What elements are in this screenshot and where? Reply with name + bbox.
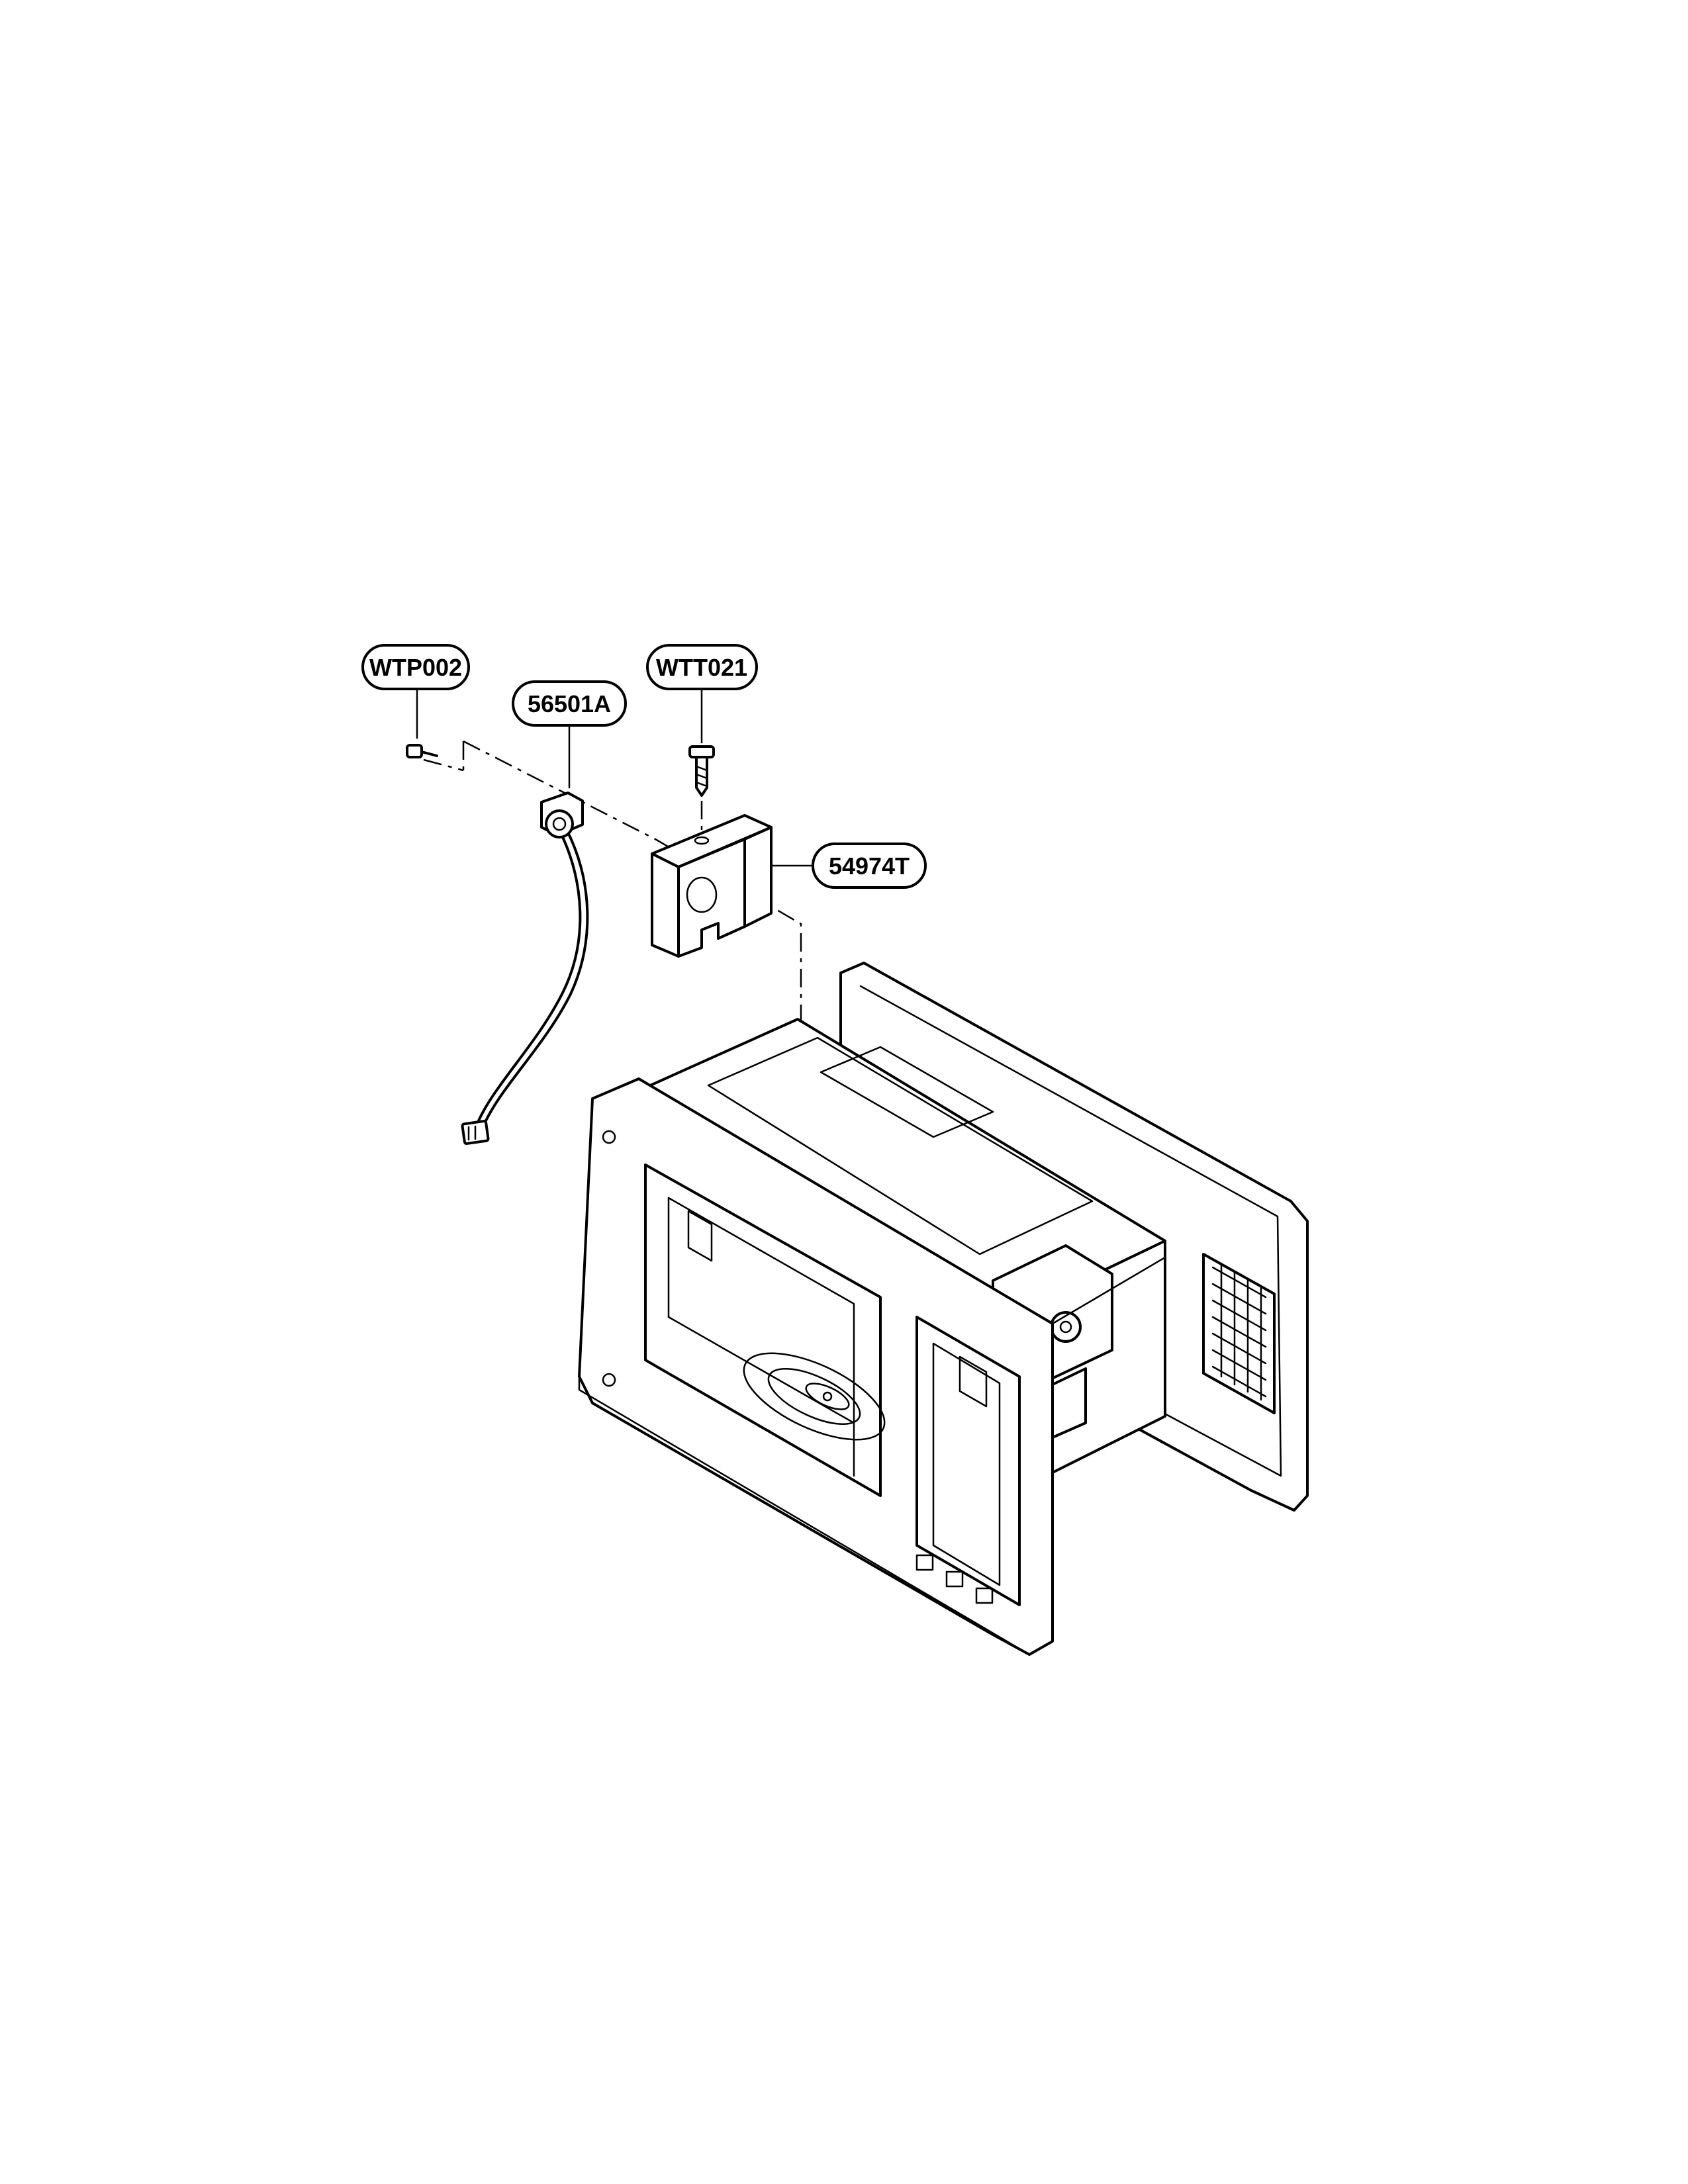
- callout-pill-54974t: [812, 842, 927, 889]
- screw-wtt021-part: [688, 745, 715, 797]
- callout-label-56501a: 56501A: [528, 690, 611, 717]
- callout-pill-wtp002: [361, 644, 470, 690]
- rear-vent-grid: [1202, 1253, 1276, 1414]
- turntable-plate: [743, 1352, 886, 1441]
- callout-56501a: 56501A: [512, 680, 627, 727]
- bracket-54974t-part: [651, 814, 773, 958]
- callout-wtp002: WTP002: [361, 644, 470, 690]
- oven-cavity-assembly: [578, 962, 1309, 1656]
- callout-pill-56501a: [512, 680, 627, 727]
- callout-pill-wtt021: [646, 644, 758, 690]
- callout-label-54974t: 54974T: [829, 852, 910, 880]
- callout-wtt021: WTT021: [646, 644, 758, 690]
- callout-54974t: 54974T: [812, 842, 927, 889]
- sensor-56501a-part: [461, 792, 589, 1145]
- callout-label-wtp002: WTP002: [369, 654, 462, 681]
- screw-wtp002-part: [406, 744, 438, 758]
- callout-label-wtt021: WTT021: [656, 654, 747, 681]
